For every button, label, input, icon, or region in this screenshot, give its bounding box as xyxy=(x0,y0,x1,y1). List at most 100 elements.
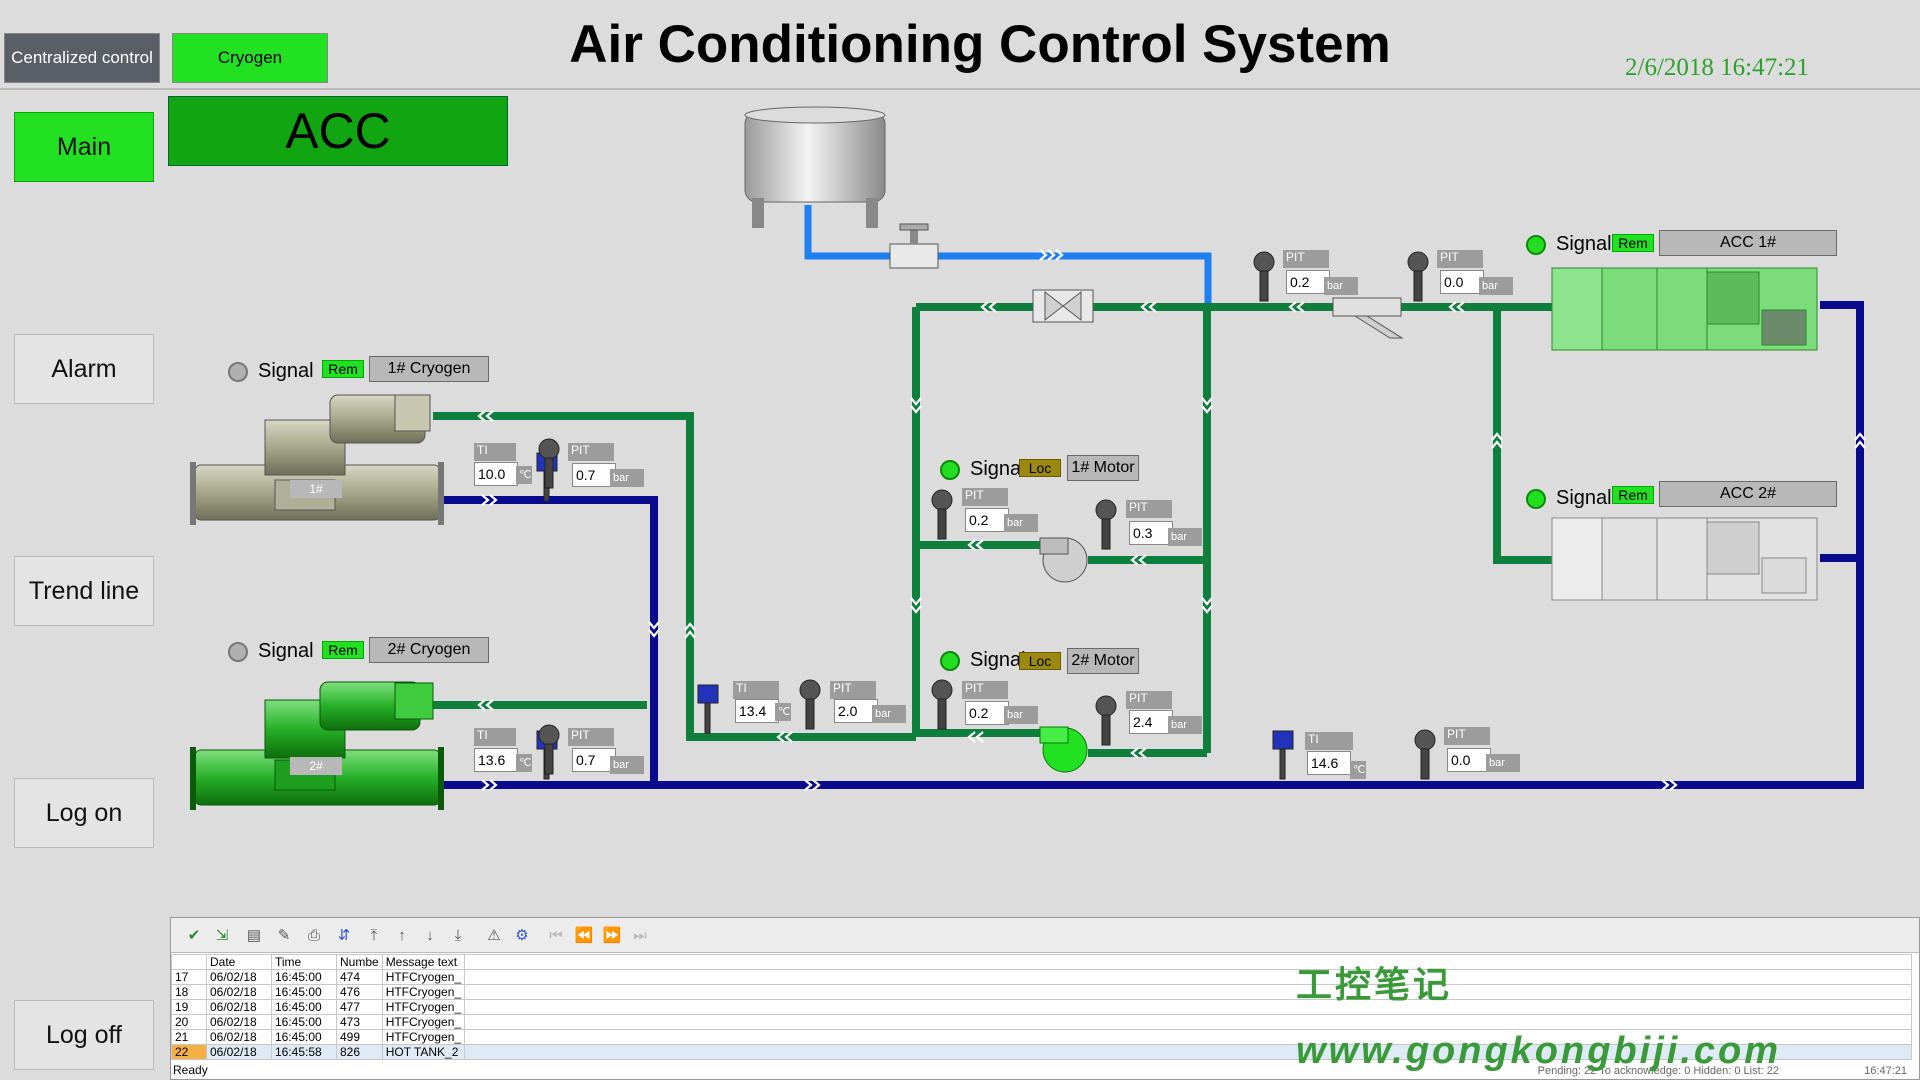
down-icon[interactable]: ↓ xyxy=(426,926,434,944)
column-header[interactable] xyxy=(171,954,207,970)
nav-log-off-button[interactable]: Log off xyxy=(14,1000,154,1070)
instrument-tag: PIT xyxy=(830,681,876,699)
alarm-header-row: Date Time Numbe Message text xyxy=(171,954,1913,970)
column-header[interactable]: Time xyxy=(271,954,337,970)
acc-unit-1 xyxy=(1551,267,1818,351)
instrument-tag: PIT xyxy=(1126,691,1172,709)
acc-unit-2 xyxy=(1551,517,1818,601)
filter-icon[interactable]: ⚠ xyxy=(487,927,501,944)
row-time: 16:45:00 xyxy=(271,984,337,1000)
row-date: 06/02/18 xyxy=(206,1014,272,1030)
instrument-value: 0.3 xyxy=(1129,521,1173,545)
last-icon[interactable]: ⤓ xyxy=(454,926,462,944)
nav-trend-line-button[interactable]: Trend line xyxy=(14,556,154,626)
info-text-icon[interactable]: ▤ xyxy=(246,927,262,944)
cryogen-2-mode-badge: Rem xyxy=(322,641,364,659)
row-index: 17 xyxy=(171,969,207,985)
nav-log-on-button[interactable]: Log on xyxy=(14,778,154,848)
cryogen-1-name-button[interactable]: 1# Cryogen xyxy=(369,356,489,382)
settings-icon[interactable]: ⚙ xyxy=(515,927,529,944)
motor-1-mode-badge: Loc xyxy=(1019,459,1061,477)
instrument-value: 0.7 xyxy=(572,463,616,487)
acc-2-name-button[interactable]: ACC 2# xyxy=(1659,481,1837,507)
page-title: Air Conditioning Control System xyxy=(569,15,1391,74)
alarm-time: 16:47:21 xyxy=(1864,1065,1907,1077)
watermark-cn: 工控笔记 xyxy=(1296,964,1453,1005)
signal-label: Signal xyxy=(970,649,1026,671)
instrument-unit: ℃ xyxy=(516,466,532,484)
instrument-value: 0.2 xyxy=(965,701,1009,725)
row-time: 16:45:00 xyxy=(271,999,337,1015)
group-acknowledge-icon[interactable]: ⇲ xyxy=(215,927,229,944)
row-index: 18 xyxy=(171,984,207,1000)
instrument-unit: bar xyxy=(610,756,644,774)
header-divider xyxy=(0,88,1920,90)
alarm-toolbar: ✔ ⇲ ▤ ✎ ⎙ ⇵ ⤒ ↑ ↓ ⤓ ⚠ ⚙ ⏮ ⏪ ⏩ ⏭ xyxy=(171,918,1919,953)
storage-tank xyxy=(744,106,886,228)
row-number: 826 xyxy=(336,1044,383,1060)
acknowledge-icon[interactable]: ✔ xyxy=(187,927,201,944)
nav-prev-icon[interactable]: ⏪ xyxy=(574,927,594,944)
alarm-view: ✔ ⇲ ▤ ✎ ⎙ ⇵ ⤒ ↑ ↓ ⤓ ⚠ ⚙ ⏮ ⏪ ⏩ ⏭ Date Tim… xyxy=(170,917,1920,1080)
row-filler xyxy=(464,1014,1913,1030)
row-date: 06/02/18 xyxy=(206,984,272,1000)
transmitter-icons xyxy=(536,251,1436,780)
column-header[interactable]: Numbe xyxy=(336,954,383,970)
up-icon[interactable]: ↑ xyxy=(398,926,406,944)
instrument-value: 0.0 xyxy=(1447,748,1491,772)
column-header[interactable]: Date xyxy=(206,954,272,970)
nav-main-button[interactable]: Main xyxy=(14,112,154,182)
hand-valve xyxy=(889,223,939,269)
motor-1-name-button[interactable]: 1# Motor xyxy=(1067,455,1139,481)
row-index: 19 xyxy=(171,999,207,1015)
first-icon[interactable]: ⤒ xyxy=(370,926,378,944)
instrument-unit: ℃ xyxy=(516,754,532,772)
status-indicator xyxy=(228,361,248,382)
nav-next-icon[interactable]: ⏩ xyxy=(602,927,622,944)
instrument-tag: PIT xyxy=(1283,250,1329,268)
cryogen-unit-2 xyxy=(190,681,444,810)
instrument-unit: ℃ xyxy=(1350,761,1366,779)
instrument-tag: TI xyxy=(733,681,779,699)
acc-1-mode-badge: Rem xyxy=(1612,234,1654,252)
sort-icon[interactable]: ⇵ xyxy=(337,927,351,944)
row-index: 21 xyxy=(171,1029,207,1045)
acc-1-signal: Signal xyxy=(1526,233,1612,256)
instrument-value: 0.0 xyxy=(1440,270,1484,294)
signal-label: Signal xyxy=(1556,233,1612,255)
column-header xyxy=(464,954,1913,970)
tab-cryogen[interactable]: Cryogen xyxy=(172,33,328,83)
row-number: 473 xyxy=(336,1014,383,1030)
cryogen-2-name-button[interactable]: 2# Cryogen xyxy=(369,637,489,663)
row-filler xyxy=(464,984,1913,1000)
instrument-unit: ℃ xyxy=(775,703,791,721)
cryogen-2-id-label: 2# xyxy=(290,757,342,775)
motor-2-name-button[interactable]: 2# Motor xyxy=(1067,648,1139,674)
nav-first-icon[interactable]: ⏮ xyxy=(549,926,563,944)
row-message: HOT TANK_2 xyxy=(381,1044,466,1060)
instrument-tag: TI xyxy=(1305,732,1353,750)
acc-1-name-button[interactable]: ACC 1# xyxy=(1659,230,1837,256)
column-header[interactable]: Message text xyxy=(381,954,466,970)
signal-label: Signal xyxy=(970,458,1026,480)
print-icon[interactable]: ⎙ xyxy=(307,926,320,944)
alarm-counts: Pending: 22 To acknowledge: 0 Hidden: 0 … xyxy=(1537,1065,1779,1077)
row-date: 06/02/18 xyxy=(206,1029,272,1045)
nav-alarm-button[interactable]: Alarm xyxy=(14,334,154,404)
row-number: 499 xyxy=(336,1029,383,1045)
status-indicator xyxy=(1526,234,1546,255)
instrument-unit: bar xyxy=(610,469,644,487)
row-message: HTFCryogen_ xyxy=(381,999,466,1015)
nav-last-icon[interactable]: ⏭ xyxy=(633,926,647,944)
instrument-value: 14.6 xyxy=(1307,751,1351,775)
row-date: 06/02/18 xyxy=(206,999,272,1015)
tab-centralized-control[interactable]: Centralized control xyxy=(4,33,160,83)
comment-icon[interactable]: ✎ xyxy=(277,927,291,944)
status-indicator xyxy=(1526,488,1546,509)
acc-2-mode-badge: Rem xyxy=(1612,486,1654,504)
